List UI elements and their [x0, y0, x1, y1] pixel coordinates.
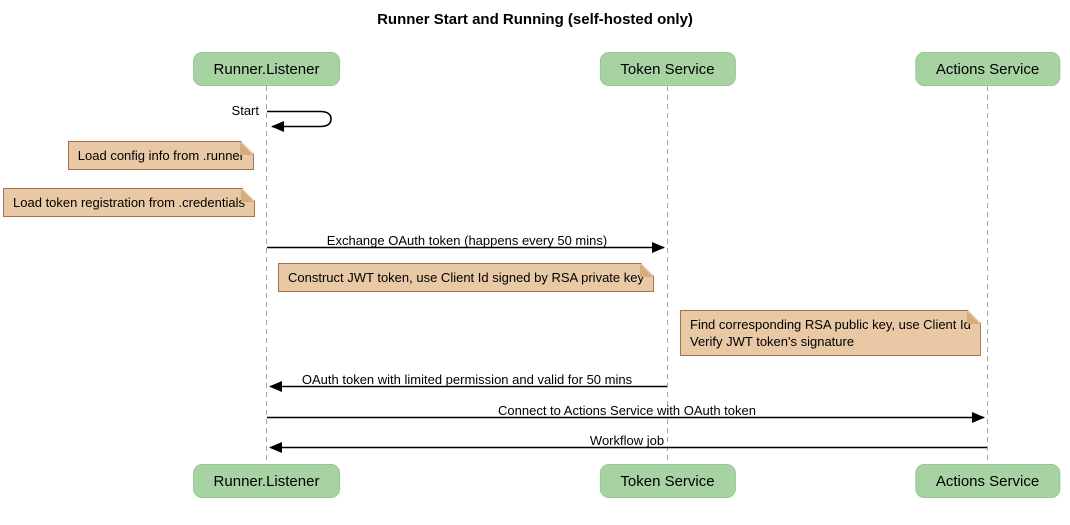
message-label-exchange-oauth-token: Exchange OAuth token (happens every 50 m… [326, 233, 608, 248]
note-text: Find corresponding RSA public key, use C… [690, 317, 971, 332]
note-text: Load config info from .runner [77, 148, 244, 163]
note-verify-jwt: Find corresponding RSA public key, use C… [680, 310, 981, 356]
note-load-config: Load config info from .runner [68, 141, 254, 170]
note-construct-jwt: Construct JWT token, use Client Id signe… [278, 263, 654, 292]
participant-actions-service-bottom: Actions Service [914, 464, 1061, 498]
arrow-start-self-message [267, 110, 332, 132]
participant-runner-listener-top: Runner.Listener [192, 52, 341, 86]
message-label-workflow-job: Workflow job [589, 433, 665, 448]
participant-token-service-top: Token Service [599, 52, 736, 86]
message-label-connect-actions-service: Connect to Actions Service with OAuth to… [498, 403, 756, 418]
diagram-title: Runner Start and Running (self-hosted on… [377, 11, 693, 28]
participant-runner-listener-bottom: Runner.Listener [192, 464, 341, 498]
note-load-token-registration: Load token registration from .credential… [3, 188, 255, 217]
message-label-start: Start [231, 103, 259, 118]
note-text: Verify JWT token's signature [690, 334, 855, 349]
participant-actions-service-top: Actions Service [914, 52, 1061, 86]
message-label-oauth-token-return: OAuth token with limited permission and … [301, 372, 633, 387]
note-text: Load token registration from .credential… [13, 195, 245, 210]
note-text: Construct JWT token, use Client Id signe… [288, 270, 644, 285]
participant-token-service-bottom: Token Service [599, 464, 736, 498]
